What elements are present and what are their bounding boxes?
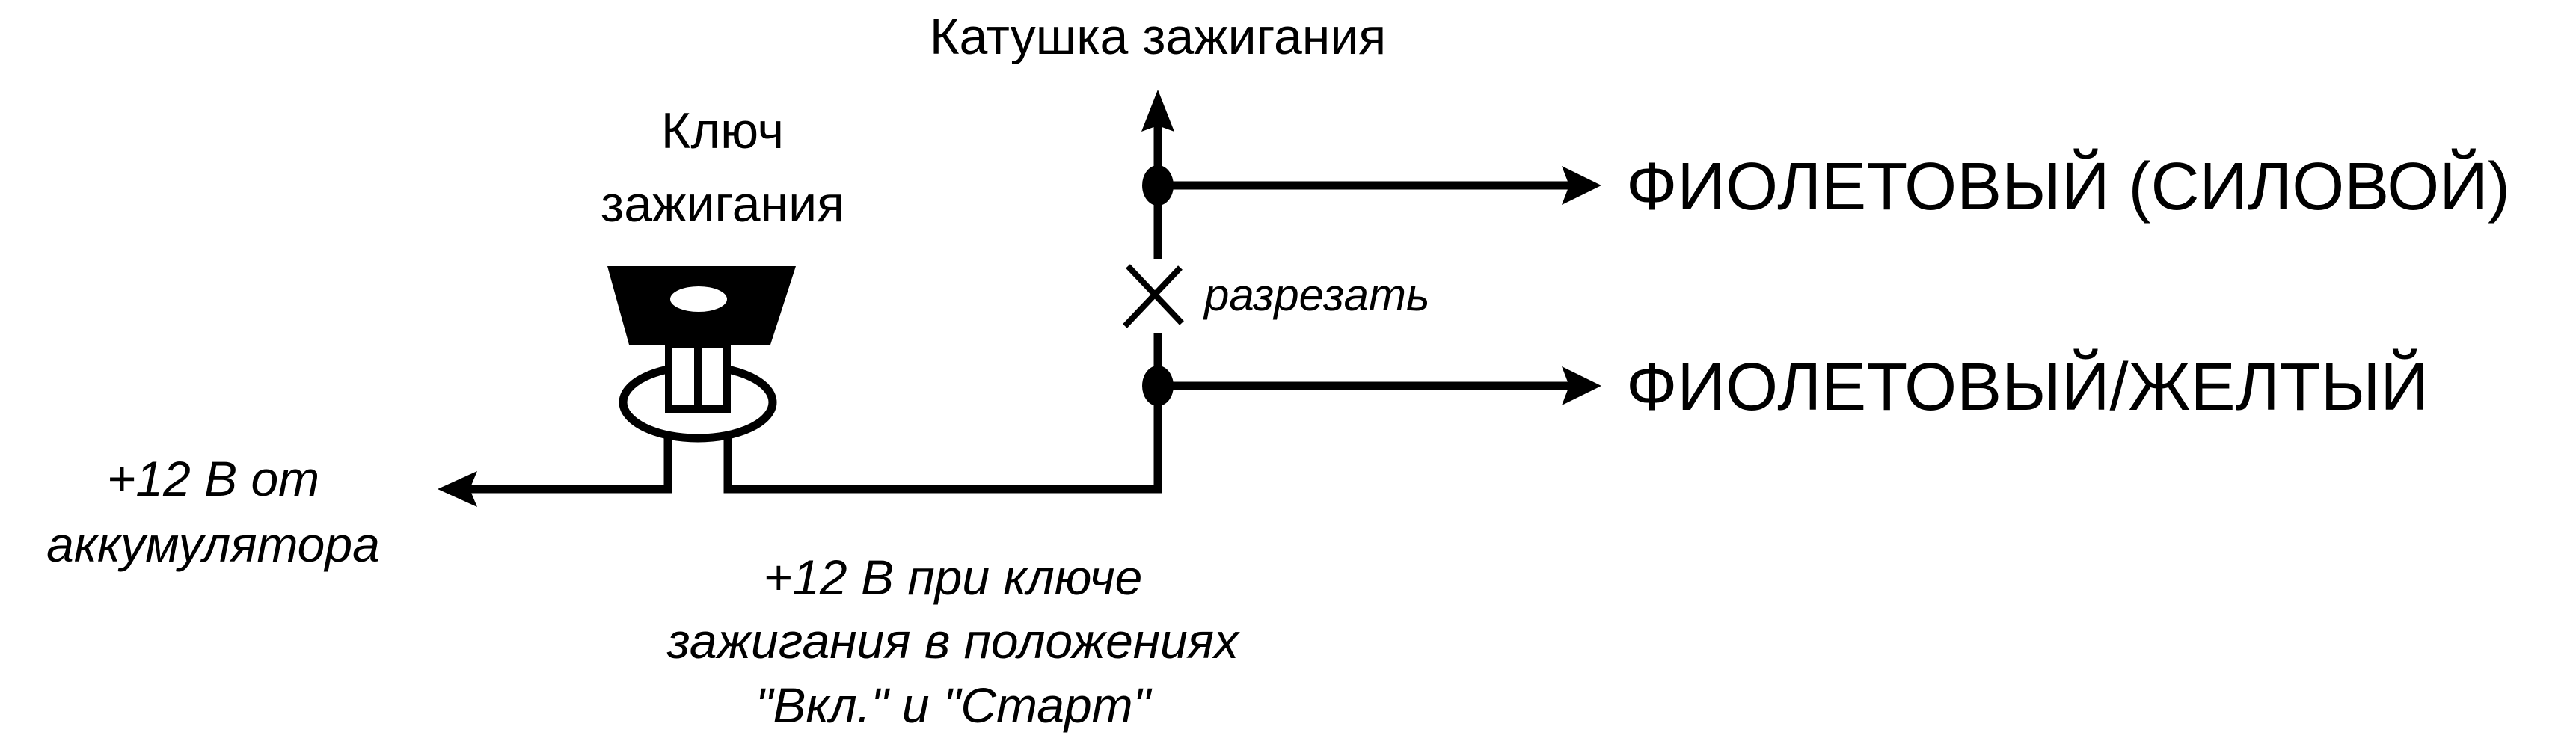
cut-label: разрезать [1203,270,1430,320]
arrow-up-icon [1141,90,1174,132]
wire-violet-power-arrow [1158,166,1601,205]
arrow-left-icon [438,471,477,507]
key-on-label-line3: "Вкл." и "Старт" [755,677,1153,733]
wire-violet-yellow-label: ФИОЛЕТОВЫЙ/ЖЕЛТЫЙ [1626,348,2429,425]
arrow-right-icon [1562,166,1601,205]
ignition-key-label-line1: Ключ [661,102,784,159]
key-output-wire [723,438,1162,494]
ignition-key-label-line2: зажигания [601,176,844,233]
wire-violet-power-label: ФИОЛЕТОВЫЙ (СИЛОВОЙ) [1626,148,2510,224]
ignition-key-icon [607,266,796,443]
key-on-label-line2: зажигания в положениях [666,613,1240,668]
battery-label-line2: аккумулятора [46,517,380,572]
cut-x-icon [1123,264,1184,328]
battery-label-line1: +12 В от [107,451,319,506]
wire-violet-yellow-arrow [1158,366,1601,405]
ignition-coil-label: Катушка зажигания [930,8,1386,65]
key-on-label-line1: +12 В при ключе [764,550,1143,605]
battery-wire [438,438,672,507]
arrow-right-icon [1562,366,1601,405]
